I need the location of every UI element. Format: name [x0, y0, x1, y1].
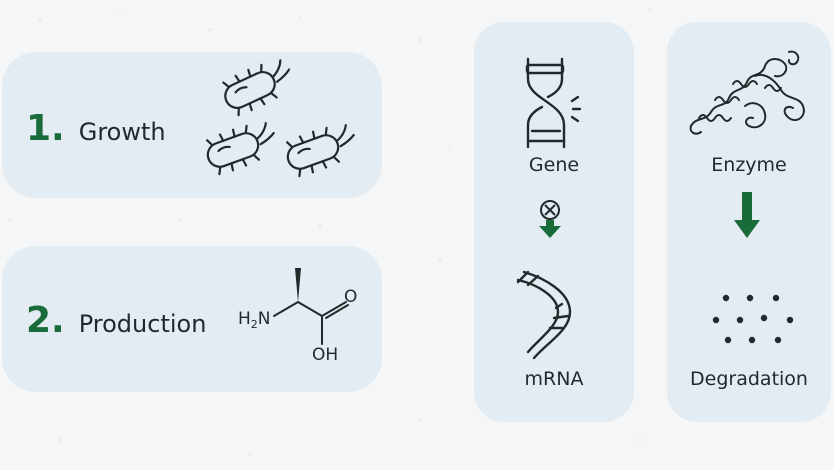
amino-acid-molecule-icon: H2N O OH: [238, 268, 357, 365]
amine-label: H2N: [238, 309, 271, 331]
step-number: 2.: [26, 300, 65, 341]
degradation-label: Degradation: [690, 368, 808, 390]
protein-enzyme-icon: [689, 50, 805, 135]
blocked-arrow-icon: [539, 200, 561, 238]
production-card: [2, 246, 382, 392]
rna-strand-icon: [516, 270, 572, 360]
mrna-label: mRNA: [524, 368, 584, 390]
step-growth: 1. Growth: [26, 108, 166, 149]
step-number: 1.: [26, 108, 65, 149]
hydroxyl-label: OH: [312, 345, 338, 365]
step-production: 2. Production: [26, 300, 206, 341]
down-arrow-icon: [734, 192, 760, 238]
gene-label: Gene: [528, 154, 580, 176]
step-label: Production: [78, 310, 207, 338]
dots-icon: [712, 294, 794, 344]
dna-icon: [525, 57, 582, 149]
step-label: Growth: [78, 118, 166, 146]
bacteria-icon: [206, 59, 355, 178]
enzyme-label: Enzyme: [711, 154, 787, 176]
oxygen-label: O: [344, 287, 357, 307]
growth-card: [2, 52, 382, 198]
